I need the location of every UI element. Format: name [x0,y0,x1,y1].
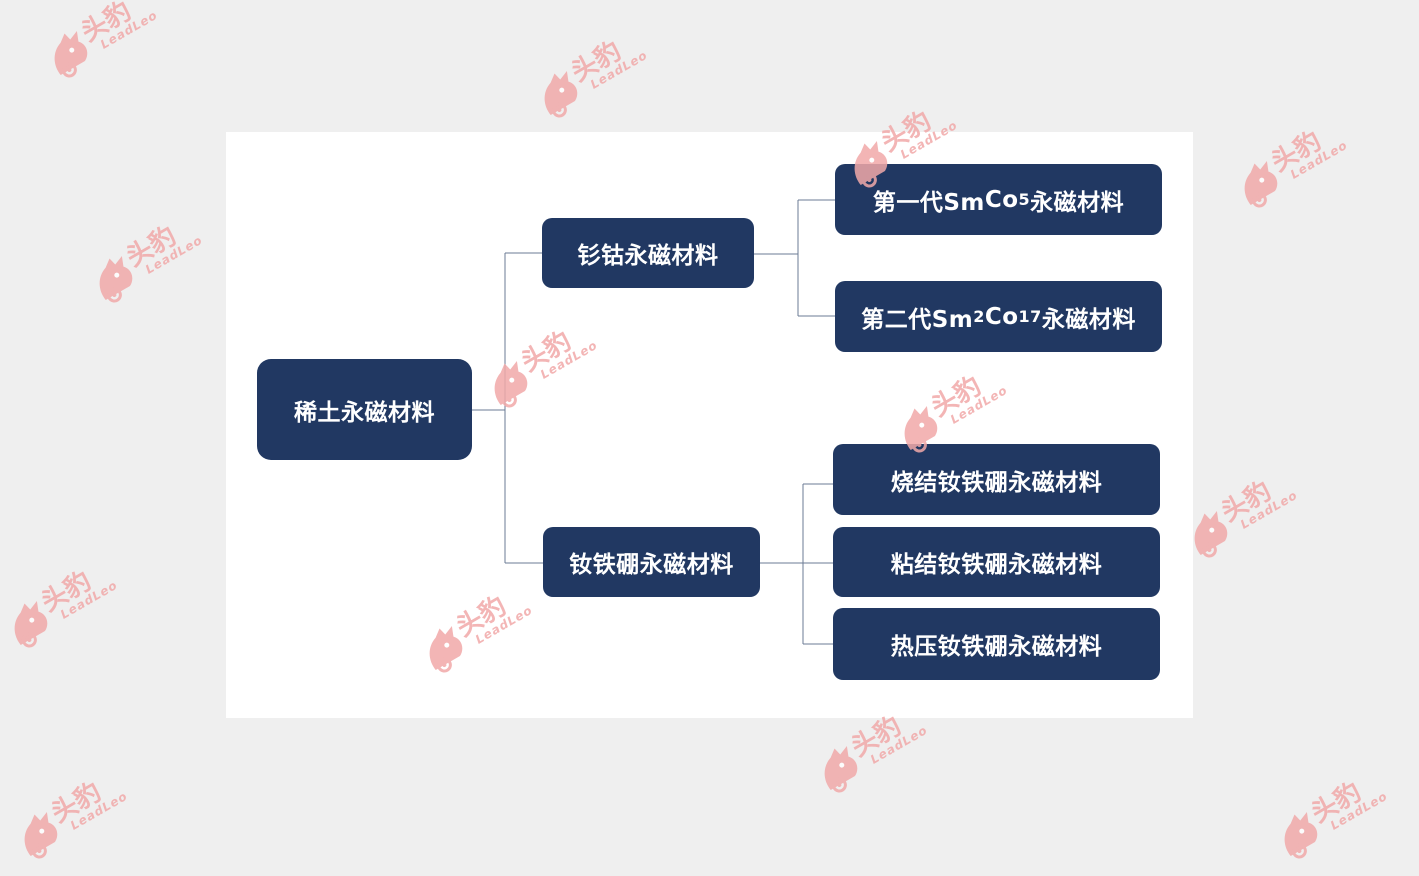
watermark-brand-cn: 头豹 [1216,476,1277,529]
leaf-label-mid: Co [984,186,1019,213]
branch-node-ndfeb: 钕铁硼永磁材料 [543,527,760,597]
watermark-brand-en: LeadLeo [68,788,131,833]
leaf-label-mid: Co [984,303,1019,330]
watermark-brand-cn: 头豹 [566,36,627,89]
watermark: 头豹 LeadLeo [31,0,170,95]
leaf-node-sintered-ndfeb: 烧结钕铁硼永磁材料 [833,444,1160,515]
leopard-logo-icon [824,746,858,793]
leaf-label: 烧结钕铁硼永磁材料 [890,469,1103,496]
root-node-label: 稀土永磁材料 [294,399,435,426]
watermark-brand-en: LeadLeo [1288,137,1351,182]
leaf-label: 粘结钕铁硼永磁材料 [890,552,1103,578]
leopard-logo-icon [1284,812,1318,859]
watermark-brand-cn: 头豹 [1266,126,1327,179]
watermark-brand-cn: 头豹 [46,777,107,830]
watermark-brand-en: LeadLeo [588,47,651,92]
watermark: 头豹 LeadLeo [0,545,129,666]
watermark-brand-en: LeadLeo [58,577,121,622]
leaf-label-subscript: 5 [1018,190,1031,209]
watermark-brand-cn: 头豹 [1306,777,1367,830]
leopard-logo-icon [24,812,58,859]
root-node: 稀土永磁材料 [257,359,472,460]
watermark-brand-en: LeadLeo [868,722,931,767]
leaf-label-suffix: 永磁材料 [1041,306,1136,333]
leaf-label-prefix: 第一代Sm [872,189,985,216]
leaf-label-prefix: 第二代Sm [861,306,974,333]
leaf-label-subscript: 2 [973,307,985,326]
leaf-label-subscript: 17 [1018,307,1042,326]
leaf-label: 热压钕铁硼永磁材料 [890,634,1103,660]
branch-node-label: 钐钴永磁材料 [577,243,719,269]
leaf-node-bonded-ndfeb: 粘结钕铁硼永磁材料 [833,527,1160,597]
watermark: 头豹 LeadLeo [1221,105,1360,226]
watermark-brand-cn: 头豹 [36,566,97,619]
watermark-brand-en: LeadLeo [143,232,206,277]
branch-node-samarium-cobalt: 钐钴永磁材料 [542,218,754,288]
watermark: 头豹 LeadLeo [1261,756,1400,876]
watermark-brand-cn: 头豹 [121,221,182,274]
watermark-brand-cn: 头豹 [76,0,137,49]
watermark: 头豹 LeadLeo [1,756,140,876]
leopard-logo-icon [1244,161,1278,208]
watermark: 头豹 LeadLeo [521,15,660,136]
watermark-brand-en: LeadLeo [98,7,161,52]
branch-node-label: 钕铁硼永磁材料 [569,552,734,578]
leopard-logo-icon [99,256,133,303]
watermark: 头豹 LeadLeo [76,200,215,321]
leaf-node-hot-pressed-ndfeb: 热压钕铁硼永磁材料 [833,608,1160,680]
watermark-brand-en: LeadLeo [1328,788,1391,833]
leopard-logo-icon [544,71,578,118]
leopard-logo-icon [14,601,48,648]
leaf-label-suffix: 永磁材料 [1030,189,1125,216]
watermark-brand-en: LeadLeo [1238,487,1301,532]
leopard-logo-icon [54,31,88,78]
